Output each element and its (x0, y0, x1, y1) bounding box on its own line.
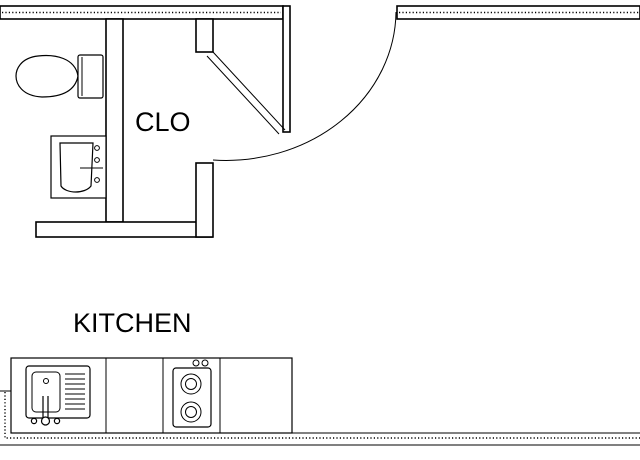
cooktop-icon (172, 359, 212, 428)
top-wall-right (396, 5, 640, 20)
closet-lower-jamb (195, 162, 214, 238)
bathroom-sink-icon (50, 135, 107, 199)
kitchen-sink-icon (25, 365, 91, 426)
bathroom-closet-partition (105, 18, 124, 223)
closet-label: CLO (135, 107, 191, 137)
entry-door-swing (212, 11, 397, 161)
toilet-icon (15, 54, 104, 99)
bottom-wall (0, 390, 640, 446)
bathroom-bottom-wall (35, 221, 213, 238)
entry-wall-stub (282, 5, 291, 133)
top-wall-left (0, 5, 284, 20)
kitchen-label: KITCHEN (73, 308, 192, 338)
closet-upper-jamb (195, 18, 214, 53)
closet-bifold-door (206, 51, 286, 135)
